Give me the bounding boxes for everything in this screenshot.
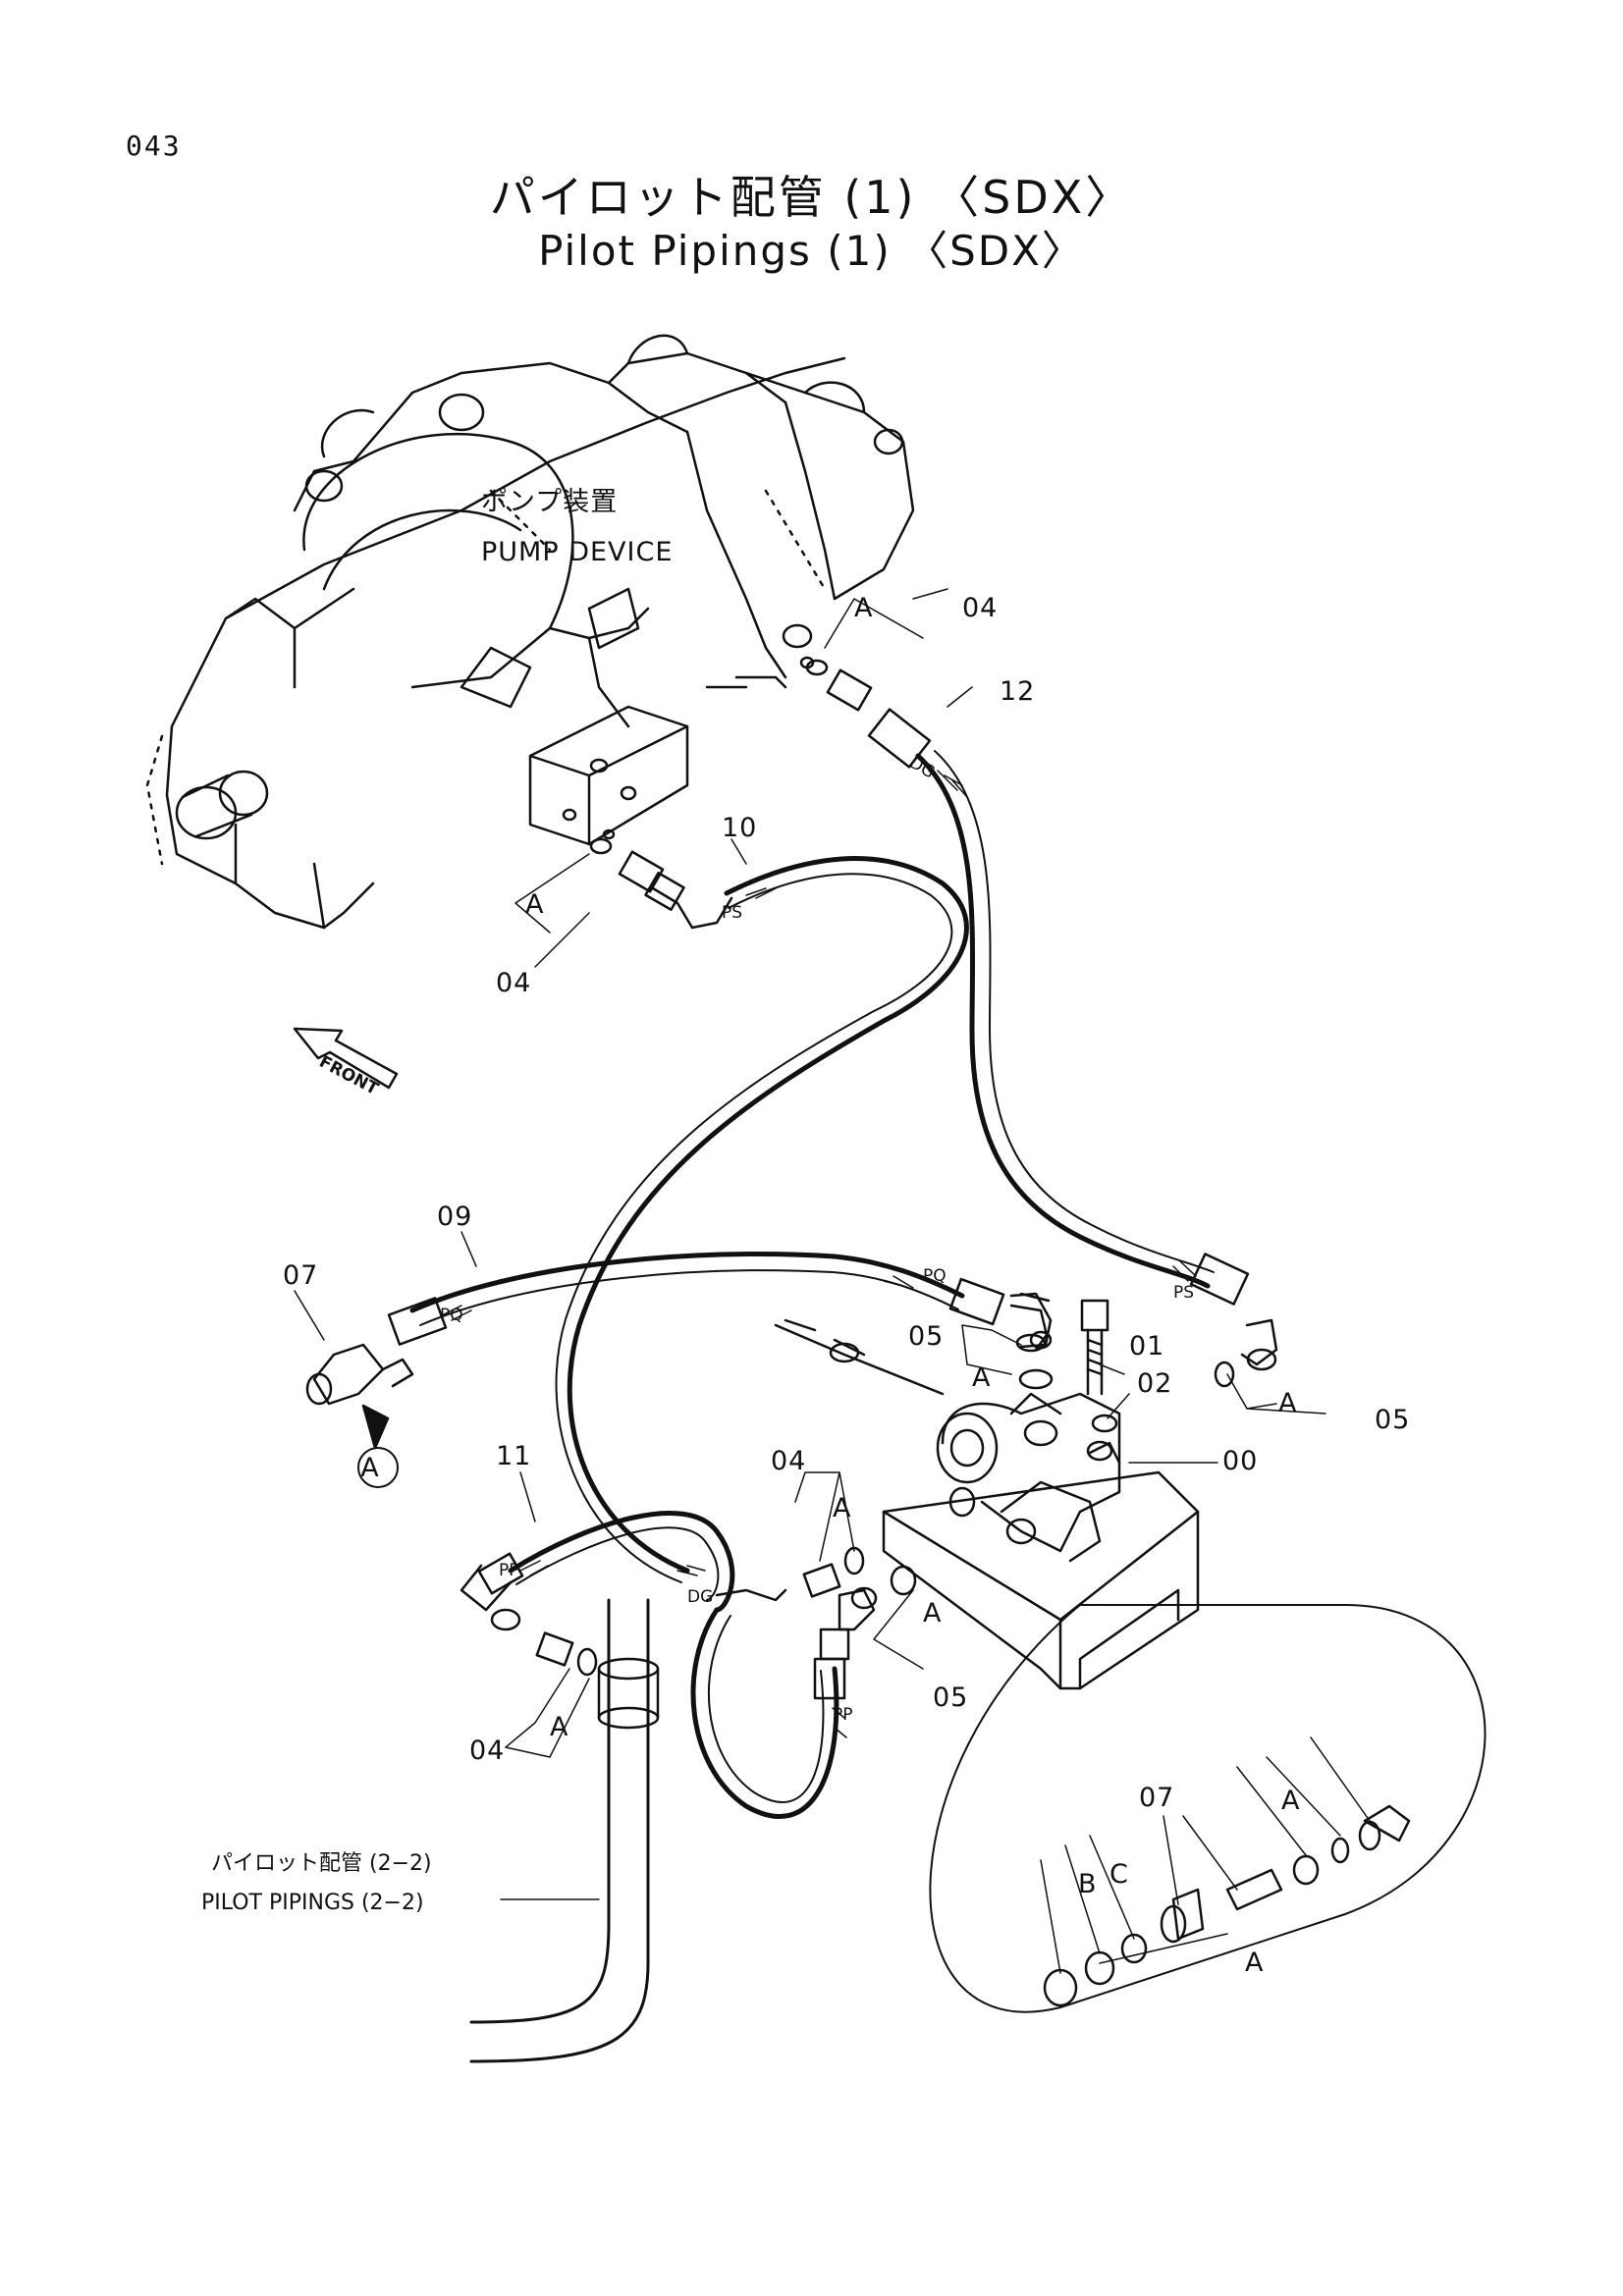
hose-12 (867, 708, 1250, 1306)
callout-05-upper: 05 (908, 1321, 944, 1352)
port-mark-ps-hose10: PS (722, 903, 742, 923)
pilot-pipe-2-2 (469, 1598, 660, 2063)
title-english: Pilot Pipings (1) 〈SDX〉 (538, 227, 1085, 275)
bolt-01 (1080, 1299, 1109, 1396)
callout-09: 09 (437, 1201, 472, 1232)
callout-04-valve: 04 (771, 1446, 806, 1476)
letter-a-upper: A (972, 1362, 991, 1393)
callout-00: 00 (1222, 1446, 1258, 1476)
hose-10 (555, 856, 969, 1583)
callout-04-pump-top: 04 (962, 593, 998, 623)
port-mark-pp-hose11: PP (499, 1561, 519, 1580)
fitting-04-pump-top (805, 659, 873, 712)
letter-a-pump-left: A (525, 889, 544, 920)
letter-b-detail: B (1078, 1869, 1098, 1899)
port-mark-dg-upper: DG (906, 753, 939, 782)
hose-11 (460, 1510, 735, 1631)
hose-09 (387, 1251, 1053, 1352)
callout-04-pump-left: 04 (496, 968, 531, 998)
letter-a-right: A (1278, 1388, 1297, 1418)
ref-label-jp: パイロット配管 (2−2) (211, 1851, 432, 1876)
callout-02: 02 (1137, 1368, 1172, 1399)
callout-12: 12 (1000, 676, 1035, 707)
braid-marks (441, 770, 1197, 1738)
elbow-fitting-05-right (1240, 1318, 1278, 1371)
connector-07 (305, 1343, 414, 1488)
title-japanese: パイロット配管 (1) 〈SDX〉 (489, 171, 1134, 224)
letter-a-detail-upper: A (1281, 1786, 1300, 1816)
o-ring-a-right (1214, 1361, 1235, 1388)
callout-07: 07 (283, 1260, 318, 1291)
letter-a-valve: A (833, 1493, 851, 1523)
o-ring-a-upper (1018, 1368, 1054, 1390)
view-marker-a: A (360, 1453, 379, 1483)
detail-view-a (929, 1604, 1487, 2013)
fitting-04-lower-left (535, 1631, 598, 1677)
callout-05-right: 05 (1375, 1405, 1410, 1435)
letter-c-detail: C (1109, 1859, 1129, 1890)
elbow-fitting-05-lower (838, 1586, 878, 1631)
callout-04-lower-left: 04 (469, 1735, 505, 1766)
callout-07-detail: 07 (1139, 1783, 1174, 1813)
callout-05-lower: 05 (933, 1682, 968, 1713)
port-mark-ps-hose12: PS (1173, 1283, 1194, 1303)
washer-02 (1091, 1414, 1118, 1433)
letter-a-pump-top: A (854, 593, 873, 623)
pump-device-drawing (145, 334, 915, 930)
port-mark-pq-left: PQ (440, 1306, 463, 1325)
pump-device-label-en: PUMP DEVICE (481, 537, 673, 567)
fitting-04-valve (802, 1546, 865, 1598)
hose-dg-lower (690, 1588, 850, 1820)
port-mark-pq-right: PQ (923, 1266, 947, 1286)
callout-01: 01 (1129, 1331, 1164, 1362)
fitting-04-pump-left (589, 837, 665, 893)
front-arrow (293, 1027, 399, 1090)
letter-a-lower-left: A (550, 1712, 568, 1742)
ref-label-en: PILOT PIPINGS (2−2) (201, 1891, 424, 1915)
port-mark-dg-lower: DG (687, 1587, 713, 1607)
leader-lines (294, 588, 1326, 1900)
page-number: 043 (126, 130, 182, 162)
o-ring-a-lower (890, 1565, 917, 1596)
letter-a-lower: A (923, 1598, 942, 1629)
callout-11: 11 (496, 1441, 531, 1471)
valve-block-00 (774, 1318, 1200, 1690)
callout-10: 10 (722, 813, 757, 843)
port-mark-pp-lower: PP (833, 1705, 853, 1725)
pump-device-label-jp: ポンプ装置 (481, 487, 618, 517)
letter-a-detail-lower: A (1245, 1948, 1264, 1978)
